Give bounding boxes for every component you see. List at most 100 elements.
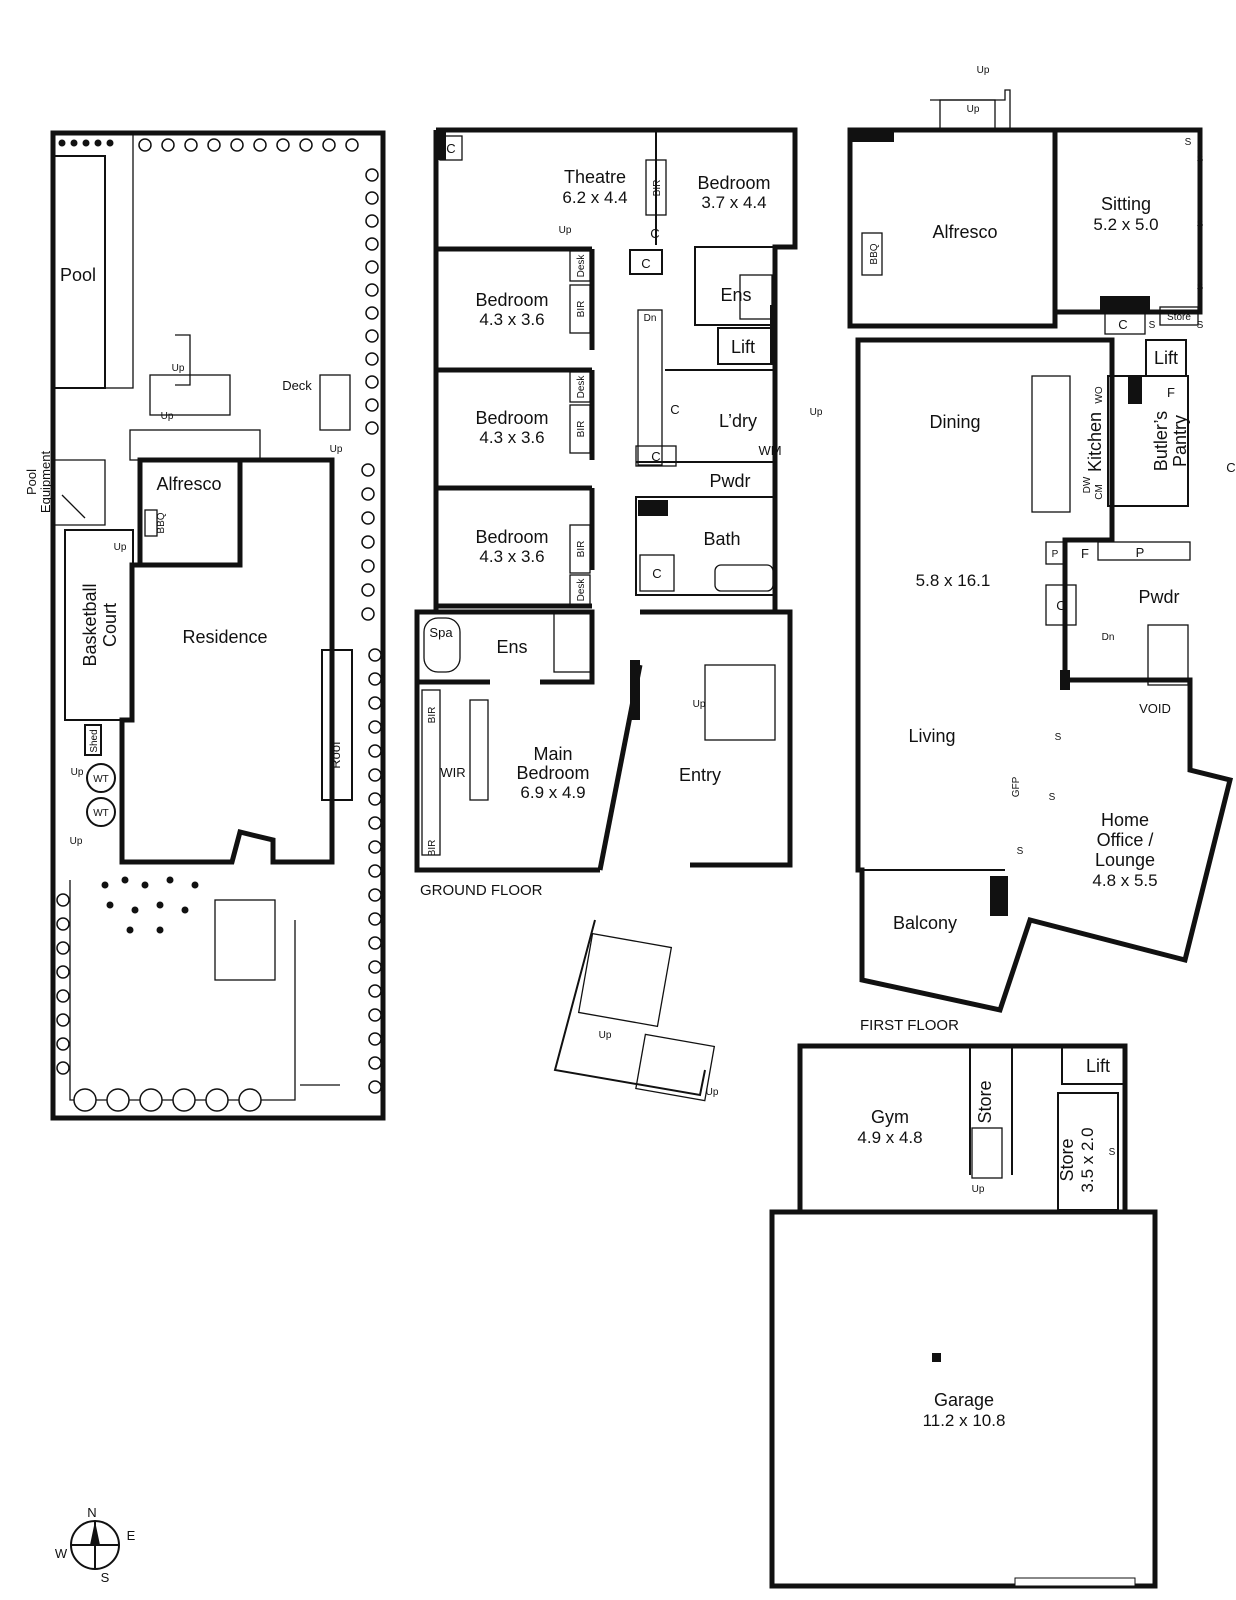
main-bedroom-island	[469, 699, 489, 801]
theatre-dim: 6.2 x 4.4	[562, 188, 627, 207]
residence	[119, 457, 335, 865]
first-s-7: S	[1055, 732, 1062, 743]
coffee-machine-label: CM	[1094, 484, 1105, 500]
bedroom-1-label: Bedroom	[475, 290, 548, 310]
roof	[321, 649, 353, 801]
first-f-1: F	[1167, 385, 1175, 400]
sitting-dim: 5.2 x 5.0	[1093, 215, 1158, 234]
first-p-1	[1045, 541, 1065, 565]
bir-2	[569, 404, 591, 454]
garden-dot-3	[166, 876, 174, 884]
site-tree-top-2	[184, 138, 198, 152]
compass-w: W	[55, 1546, 68, 1561]
site-tree-east-3	[365, 237, 379, 251]
shed-label: Shed	[89, 729, 100, 752]
water-tank-2	[86, 797, 116, 827]
site-tree-east-front-17	[368, 1056, 382, 1070]
butlers-pantry	[1107, 375, 1189, 507]
ensuite-top-label: Ens	[720, 285, 751, 305]
garden-dot-4	[191, 881, 199, 889]
site-up-3: Up	[330, 444, 343, 455]
kitchen-label: Kitchen	[1085, 412, 1105, 472]
desk-2-label: Desk	[576, 375, 587, 399]
site-dot-2	[82, 139, 90, 147]
site-up-1: Up	[172, 363, 185, 374]
bathtub	[714, 564, 774, 592]
site-tree-east-front-7	[368, 816, 382, 830]
desk-2	[569, 371, 591, 403]
entry-label: Entry	[679, 765, 721, 785]
ground-floor-label: GROUND FLOOR	[420, 882, 543, 899]
site-tree-front-0	[73, 1088, 97, 1112]
site-tree-west-5	[56, 1013, 70, 1027]
site-tree-front-5	[238, 1088, 262, 1112]
garden-dot-6	[131, 906, 139, 914]
site-tree-top-7	[299, 138, 313, 152]
site-dot-0	[58, 139, 66, 147]
garden-dot-1	[121, 876, 129, 884]
laundry-room	[636, 369, 776, 463]
home-office-label-3: Lounge	[1095, 850, 1155, 870]
site-tree-east-front-4	[368, 744, 382, 758]
site-tree-east-1	[365, 191, 379, 205]
first-c-2-label: C	[1226, 460, 1235, 475]
ground-c-2-label: C	[641, 256, 650, 271]
first-floor-plan: Up Up Alfresco BBQ Sitting 5.2 x 5.0 S S…	[847, 65, 1236, 1034]
main-bedroom-dim: 6.9 x 4.9	[520, 783, 585, 802]
site-up-5: Up	[71, 767, 84, 778]
pool-equipment-label-1: Pool	[24, 469, 39, 495]
basketball-label-1: Basketball	[80, 583, 100, 666]
site-boundary	[50, 130, 386, 1121]
ensuite-shower	[553, 611, 593, 673]
laundry-label: L’dry	[719, 411, 757, 431]
ground-c-6-label: C	[652, 566, 661, 581]
gfp-label: GFP	[1011, 776, 1022, 797]
store-1-label: Store	[975, 1080, 995, 1123]
site-tree-east-front-15	[368, 1008, 382, 1022]
first-s-1: S	[1185, 137, 1192, 148]
first-s-3: S	[1197, 219, 1204, 230]
basketball-label-2: Court	[100, 603, 120, 647]
first-dn: Dn	[1102, 632, 1115, 643]
void-label: VOID	[1139, 701, 1171, 716]
site-tree-east-5	[365, 283, 379, 297]
bedroom-top-label: Bedroom	[697, 173, 770, 193]
site-tree-east-front-16	[368, 1032, 382, 1046]
first-f-2: F	[1081, 546, 1089, 561]
bedroom-top-dim: 3.7 x 4.4	[701, 193, 766, 212]
first-s-4: S	[1197, 282, 1204, 293]
gym-store-outline	[797, 1043, 1128, 1210]
ground-up-steps-1: Up	[599, 1030, 612, 1041]
site-dot-3	[94, 139, 102, 147]
site-tree-east-lower-6	[361, 607, 375, 621]
site-tree-east-2	[365, 214, 379, 228]
first-p-1-label: P	[1052, 549, 1059, 560]
garden-dot-8	[181, 906, 189, 914]
solid-wall-first-1	[850, 130, 894, 142]
site-tree-top-5	[253, 138, 267, 152]
gym-dim: 4.9 x 4.8	[857, 1128, 922, 1147]
site-tree-east-9	[365, 375, 379, 389]
garden-dot-2	[141, 881, 149, 889]
first-pwdr-label: Pwdr	[1138, 587, 1179, 607]
site-tree-east-front-18	[368, 1080, 382, 1094]
first-s-9: S	[1017, 846, 1024, 857]
main-bedroom-label-2: Bedroom	[516, 763, 589, 783]
ground-outer-wall-west	[414, 130, 600, 873]
ground-c-5	[635, 445, 677, 467]
site-tree-front-1	[106, 1088, 130, 1112]
site-trees	[56, 138, 382, 1112]
bedroom-1-dim: 4.3 x 3.6	[479, 310, 544, 329]
compass-e: E	[127, 1528, 136, 1543]
site-tree-west-7	[56, 1061, 70, 1075]
solid-wall-ground-2	[770, 305, 776, 365]
garage-dim: 11.2 x 10.8	[923, 1411, 1006, 1430]
first-s-2: S	[1197, 154, 1204, 165]
bedroom-3-dim: 4.3 x 3.6	[479, 547, 544, 566]
living-dim-label: 5.8 x 16.1	[916, 571, 991, 590]
site-tree-east-lower-4	[361, 559, 375, 573]
site-tree-east-4	[365, 260, 379, 274]
site-tree-top-9	[345, 138, 359, 152]
site-tree-west-6	[56, 1037, 70, 1051]
